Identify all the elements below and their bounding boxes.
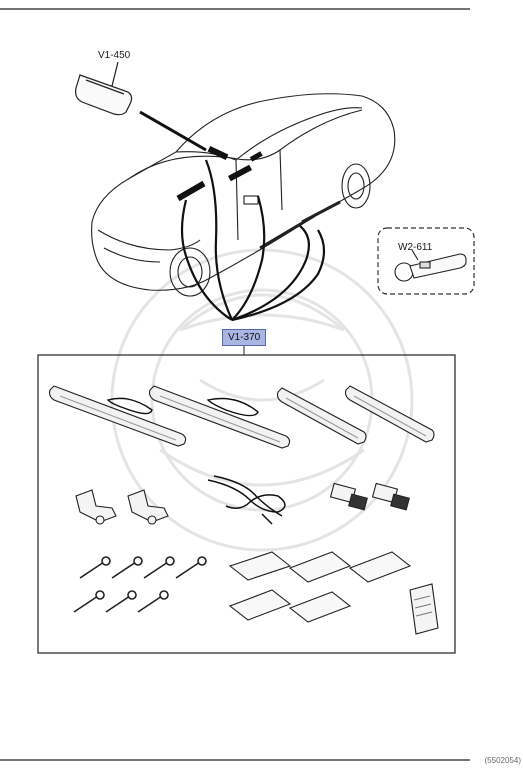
cable-ties [73, 556, 207, 613]
plate-wires [106, 397, 259, 417]
footer-code: (5502054) [484, 756, 521, 765]
callout-mirror: V1-450 [98, 50, 131, 61]
sedan-car [91, 93, 396, 297]
led-modules [75, 489, 169, 525]
instruction-leaflet [409, 583, 439, 635]
rearview-mirror [75, 61, 133, 116]
trim-marks [176, 146, 263, 202]
connectors [329, 482, 410, 511]
wire-harness [207, 475, 286, 525]
callout-kit: V1-370 [222, 329, 267, 346]
leader-lines [139, 110, 326, 322]
scuff-plates [48, 385, 435, 449]
adhesive-pads [228, 551, 412, 623]
callout-keychain: W2-611 [398, 242, 433, 253]
keychain-box [377, 227, 475, 295]
